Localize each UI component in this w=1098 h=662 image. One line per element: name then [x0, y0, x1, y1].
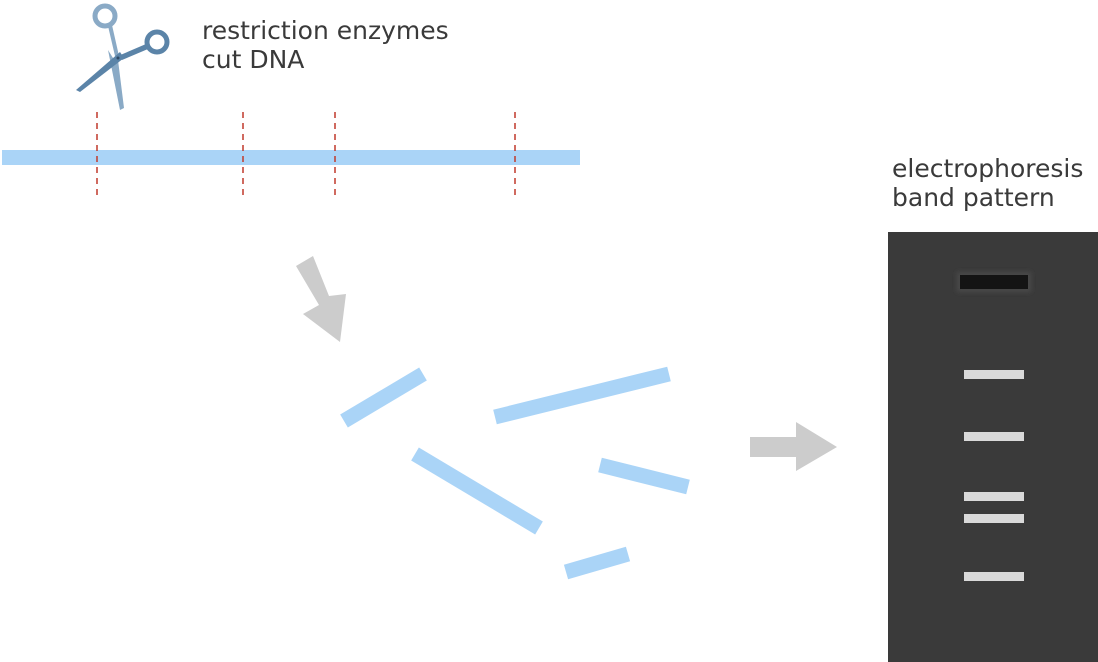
dna-fragment-5: [563, 546, 631, 580]
scissors-icon: [76, 3, 170, 110]
gel-band-3: [964, 492, 1024, 501]
gel-caption: electrophoresis band pattern: [892, 154, 1083, 212]
scissors-pivot: [116, 56, 120, 60]
cut-arrow: [296, 256, 346, 342]
electrophoresis-arrow: [750, 422, 837, 471]
dna-fragment-2: [493, 366, 671, 425]
gel-bands: [964, 370, 1024, 581]
gel-band-1: [964, 370, 1024, 379]
scissors-shank-right: [118, 44, 148, 60]
scissors-ring-left: [92, 3, 118, 29]
scissors-shank-left: [108, 25, 119, 56]
gel-band-5: [964, 572, 1024, 581]
gel-well: [960, 275, 1028, 289]
scissors-ring-right: [144, 29, 170, 55]
dna-fragment-4: [598, 457, 690, 495]
gel-band-4: [964, 514, 1024, 523]
gel-caption-line1: electrophoresis: [892, 154, 1084, 183]
gel-panel: [888, 232, 1098, 662]
enzyme-caption: restriction enzymes cut DNA: [202, 16, 449, 74]
dna-strand: [2, 150, 580, 165]
dna-fragment-1: [340, 367, 427, 428]
dna-fragments: [340, 366, 690, 580]
gel-caption-line2: band pattern: [892, 183, 1055, 212]
enzyme-caption-line1: restriction enzymes: [202, 16, 449, 45]
gel-band-2: [964, 432, 1024, 441]
enzyme-caption-line2: cut DNA: [202, 45, 305, 74]
dna-fragment-3: [411, 447, 543, 535]
cut-sites: [96, 112, 516, 200]
scissors-upper-blade: [76, 52, 124, 92]
